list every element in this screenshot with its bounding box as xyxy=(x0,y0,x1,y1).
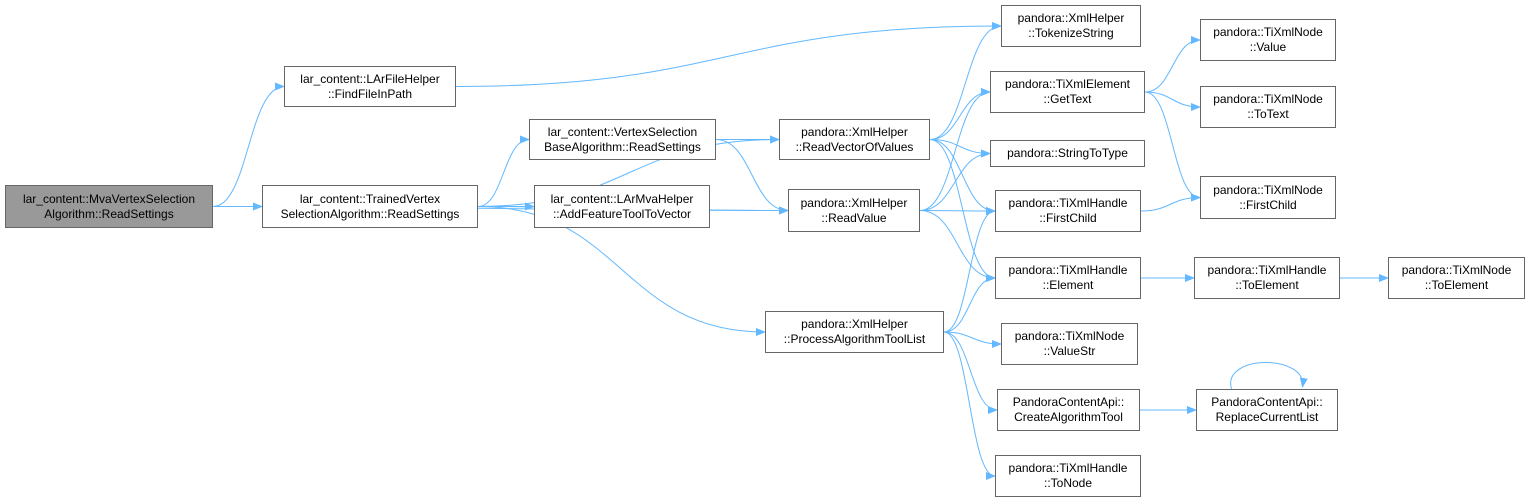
edge-n12-n19 xyxy=(1140,193,1201,212)
node-label-line: ::FindFileInPath xyxy=(327,86,413,101)
edge-n10-n18 xyxy=(1144,91,1201,111)
node-replace-current-list[interactable]: PandoraContentApi:: ReplaceCurrentList xyxy=(1196,389,1338,431)
node-tixml-handle-element[interactable]: pandora::TiXmlHandle ::Element xyxy=(995,257,1141,299)
node-label-line: lar_content::LArFileHelper xyxy=(300,71,440,86)
node-label-line: CreateAlgorithmTool xyxy=(1014,410,1123,424)
node-label-line: ::FirstChild xyxy=(1039,211,1097,225)
edge-n2-n6 xyxy=(455,22,1002,87)
node-label-line: PandoraContentApi:: xyxy=(1012,395,1125,409)
edge-n10-n17 xyxy=(1144,36,1201,93)
node-label-line: lar_content::MvaVertexSelection xyxy=(22,191,196,206)
node-label-line: SelectionAlgorithm::ReadSettings xyxy=(280,206,460,221)
node-create-algorithm-tool[interactable]: PandoraContentApi:: CreateAlgorithmTool xyxy=(997,389,1140,431)
node-label-line: pandora::TiXmlNode xyxy=(1213,25,1323,39)
node-tixml-node-to-text[interactable]: pandora::TiXmlNode ::ToText xyxy=(1200,86,1336,128)
node-find-file-in-path[interactable]: lar_content::LArFileHelper ::FindFileInP… xyxy=(284,66,456,107)
node-label-line: pandora::TiXmlNode xyxy=(1401,263,1512,277)
node-label-line: PandoraContentApi:: xyxy=(1211,395,1323,409)
node-label-line: pandora::TiXmlNode xyxy=(1213,182,1323,197)
node-label-line: pandora::TiXmlNode xyxy=(1014,329,1125,343)
node-label-line: ::GetText xyxy=(1043,92,1092,106)
edge-n3-n4 xyxy=(477,135,530,207)
node-label-line: ::ValueStr xyxy=(1043,344,1096,358)
edge-n8-n11 xyxy=(919,149,991,211)
node-tixml-handle-first-child[interactable]: pandora::TiXmlHandle ::FirstChild xyxy=(995,190,1141,232)
node-tixml-node-value-str[interactable]: pandora::TiXmlNode ::ValueStr xyxy=(1001,323,1138,365)
node-label-line: ::ReadValue xyxy=(821,210,887,225)
node-label-line: ::ToNode xyxy=(1043,476,1093,490)
node-label-line: pandora::XmlHelper xyxy=(801,317,908,331)
node-trained-vertex-read-settings[interactable]: lar_content::TrainedVertex SelectionAlgo… xyxy=(262,185,478,228)
edge-n8-n13 xyxy=(919,210,996,282)
node-label-line: pandora::TiXmlNode xyxy=(1213,92,1323,106)
node-vertex-selection-base-read-settings[interactable]: lar_content::VertexSelection BaseAlgorit… xyxy=(529,119,716,160)
node-read-vector-of-values[interactable]: pandora::XmlHelper ::ReadVectorOfValues xyxy=(779,119,930,160)
node-label-line: pandora::TiXmlHandle xyxy=(1207,263,1327,277)
node-tixml-handle-to-node[interactable]: pandora::TiXmlHandle ::ToNode xyxy=(995,455,1141,497)
node-tokenize-string[interactable]: pandora::XmlHelper ::TokenizeString xyxy=(1001,5,1141,47)
node-label-line: ::ReadVectorOfValues xyxy=(795,139,914,154)
node-string-to-type[interactable]: pandora::StringToType xyxy=(990,140,1145,167)
node-label-line: pandora::TiXmlHandle xyxy=(1008,461,1128,475)
node-label-line: ::Value xyxy=(1249,40,1287,54)
node-label-line: ReplaceCurrentList xyxy=(1215,410,1319,424)
node-label-line: ::ToElement xyxy=(1235,278,1299,292)
node-label-line: ::ProcessAlgorithmToolList xyxy=(783,332,926,346)
node-label-line: lar_content::LArMvaHelper xyxy=(550,191,694,206)
edge-n9-n13 xyxy=(943,274,996,333)
node-tixml-node-value[interactable]: pandora::TiXmlNode ::Value xyxy=(1200,19,1336,61)
edge-n7-n6 xyxy=(929,22,1002,140)
edge-n22-n22 xyxy=(1230,362,1308,390)
node-label-line: ::ToText xyxy=(1247,107,1289,121)
node-process-algorithm-tool-list[interactable]: pandora::XmlHelper ::ProcessAlgorithmToo… xyxy=(765,311,944,353)
node-label-line: pandora::TiXmlHandle xyxy=(1008,196,1128,210)
node-label-line: ::Element xyxy=(1042,278,1094,292)
edge-n1-n2 xyxy=(212,82,285,207)
node-label-line: Algorithm::ReadSettings xyxy=(44,206,174,221)
node-add-feature-tool-to-vector[interactable]: lar_content::LArMvaHelper ::AddFeatureTo… xyxy=(534,185,710,228)
node-label-line: pandora::XmlHelper xyxy=(801,124,908,139)
node-label-line: ::TokenizeString xyxy=(1028,26,1114,40)
edge-n9-n15 xyxy=(943,331,998,414)
edge-n9-n12 xyxy=(943,207,996,333)
node-read-value[interactable]: pandora::XmlHelper ::ReadValue xyxy=(788,189,920,232)
edge-n9-n16 xyxy=(943,331,996,480)
edge-n4-n8 xyxy=(715,139,789,215)
node-tixml-node-first-child[interactable]: pandora::TiXmlNode ::FirstChild xyxy=(1200,176,1336,219)
node-label-line: ::FirstChild xyxy=(1239,197,1297,212)
node-label-line: ::ToElement xyxy=(1424,278,1489,292)
edge-n9-n14 xyxy=(943,331,1002,348)
node-label-line: lar_content::VertexSelection xyxy=(547,124,698,139)
node-tixml-element-get-text[interactable]: pandora::TiXmlElement ::GetText xyxy=(990,71,1145,113)
node-label-line: BaseAlgorithm::ReadSettings xyxy=(544,139,701,154)
node-tixml-node-to-element[interactable]: pandora::TiXmlNode ::ToElement xyxy=(1388,257,1525,299)
node-label-line: pandora::XmlHelper xyxy=(1017,11,1125,25)
edge-n3-n7 xyxy=(477,135,780,207)
edge-n3-n9 xyxy=(477,206,766,336)
edge-n10-n19 xyxy=(1144,91,1201,202)
node-label-line: lar_content::TrainedVertex xyxy=(299,191,441,206)
edge-n8-n12 xyxy=(919,206,996,215)
node-mva-vertex-selection-read-settings: lar_content::MvaVertexSelection Algorith… xyxy=(5,185,213,228)
edge-n7-n13 xyxy=(929,139,996,282)
node-tixml-handle-to-element[interactable]: pandora::TiXmlHandle ::ToElement xyxy=(1194,257,1340,299)
edge-n7-n12 xyxy=(929,139,996,215)
node-label-line: pandora::StringToType xyxy=(1007,146,1128,160)
node-label-line: ::AddFeatureToolToVector xyxy=(552,206,692,221)
node-label-line: pandora::TiXmlHandle xyxy=(1008,263,1128,277)
node-label-line: pandora::XmlHelper xyxy=(800,195,908,210)
edge-n8-n10 xyxy=(919,88,991,211)
node-label-line: pandora::TiXmlElement xyxy=(1005,77,1130,91)
